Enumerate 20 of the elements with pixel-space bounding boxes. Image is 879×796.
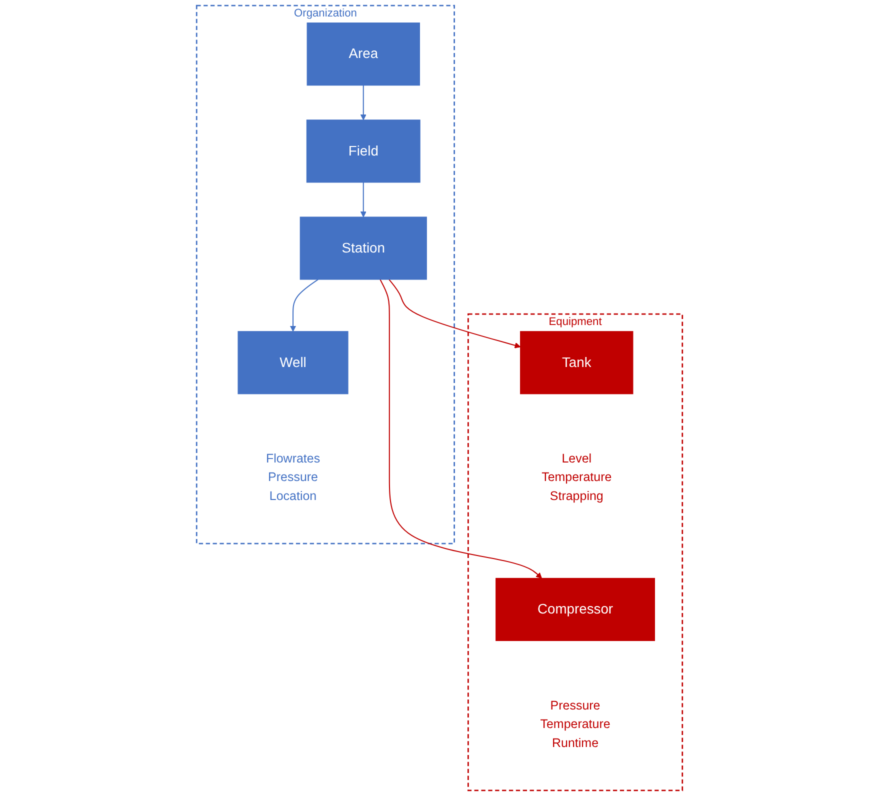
node-label: Temperature (540, 716, 610, 731)
node-label: Level (562, 451, 592, 466)
node-box: Tank (520, 331, 634, 394)
arrow (290, 279, 318, 332)
node-label: Strapping (550, 488, 604, 503)
node-label: Flowrates (266, 451, 320, 466)
node-box: Well (238, 331, 348, 394)
node-box: Station (300, 216, 427, 280)
node-label: Runtime (552, 736, 599, 750)
arrow (360, 85, 366, 120)
node-label: Location (269, 488, 317, 503)
arrow (360, 182, 366, 218)
node-box: Area (306, 22, 420, 86)
node-label: Temperature (542, 470, 612, 484)
node-label: Pressure (268, 470, 318, 484)
arrow (380, 279, 542, 579)
arrow (388, 279, 521, 348)
node-box: Field (306, 120, 420, 183)
node-box: Compressor (496, 578, 655, 642)
node-label: Pressure (550, 698, 600, 712)
